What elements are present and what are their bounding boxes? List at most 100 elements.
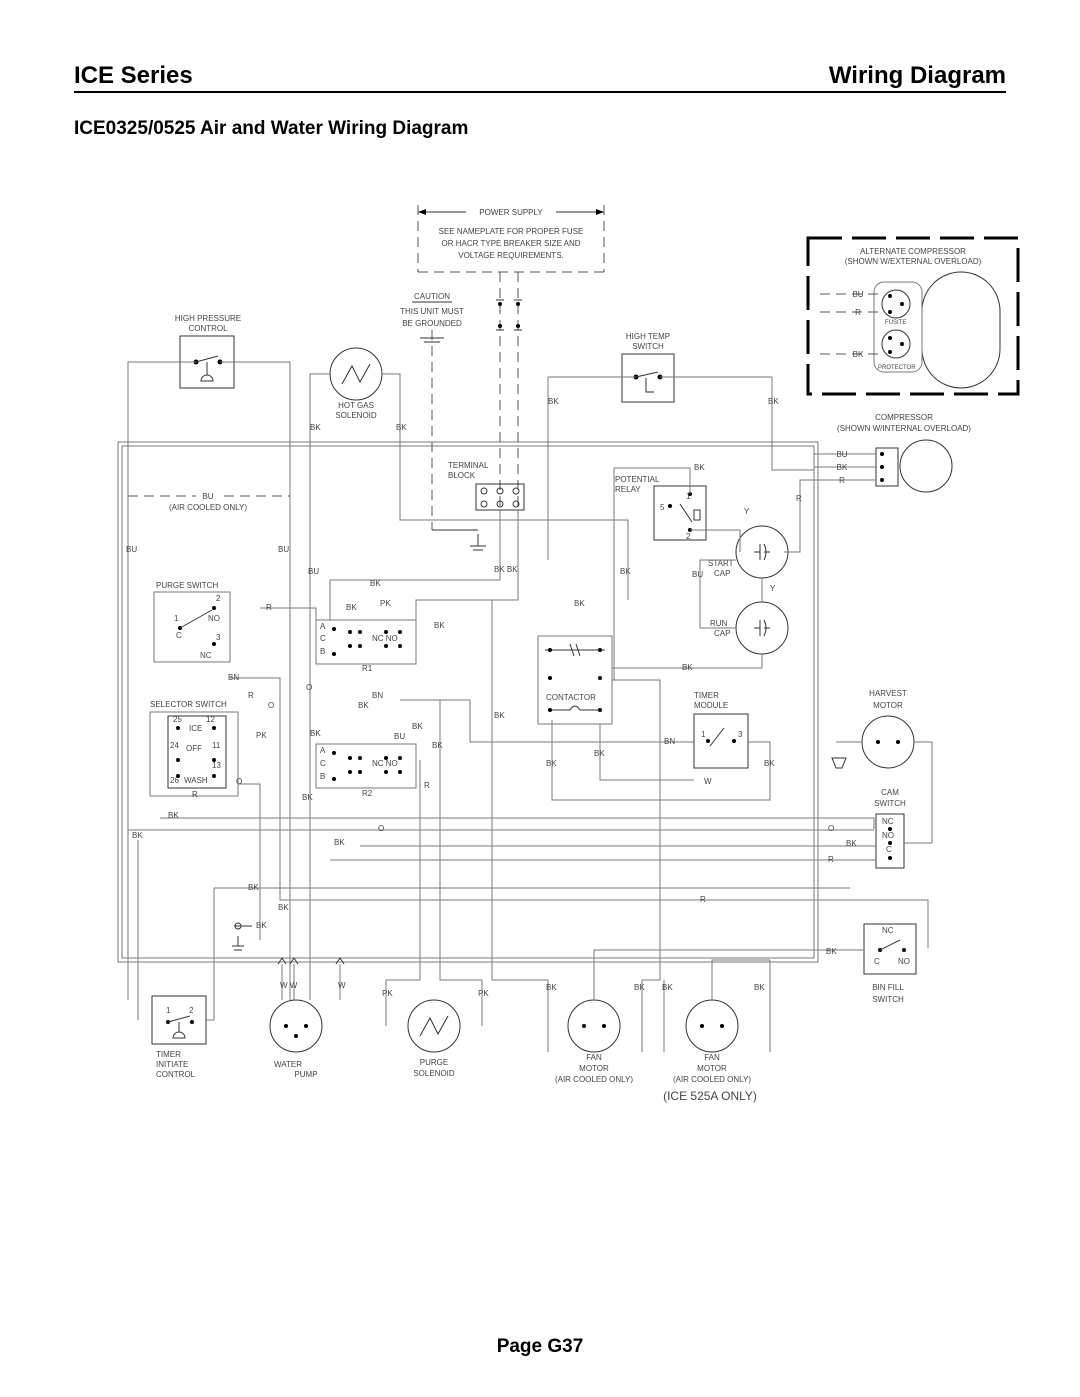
fan-motor-2 — [685, 999, 739, 1053]
fan-2-label-2: MOTOR — [697, 1064, 727, 1073]
start-cap-label-2: CAP — [714, 569, 730, 578]
timer-initiate-control — [151, 995, 207, 1045]
svg-text:25: 25 — [173, 715, 182, 724]
enclosure-inner — [121, 445, 815, 959]
svg-text:BK: BK — [370, 579, 381, 588]
svg-text:BK: BK — [346, 603, 357, 612]
svg-text:O: O — [268, 701, 274, 710]
svg-text:R: R — [248, 691, 254, 700]
svg-text:A: A — [320, 622, 326, 631]
compressor — [899, 439, 953, 493]
wire-traces — [127, 361, 933, 1052]
high-temp-switch — [621, 353, 675, 403]
svg-text:BK: BK — [302, 793, 313, 802]
svg-text:BK: BK — [494, 711, 505, 720]
svg-text:26: 26 — [170, 776, 179, 785]
svg-text:C: C — [176, 631, 182, 640]
relay-r2-label: R2 — [362, 789, 373, 798]
diagram-title: ICE0325/0525 Air and Water Wiring Diagra… — [74, 118, 469, 139]
contactor-label: CONTACTOR — [546, 693, 596, 702]
fan-2-air-label: (AIR COOLED ONLY) — [673, 1075, 751, 1084]
svg-text:PK: PK — [478, 989, 489, 998]
svg-text:BK: BK — [853, 350, 864, 359]
svg-text:1: 1 — [686, 492, 691, 501]
svg-text:R: R — [839, 476, 845, 485]
purge-switch-label: PURGE SWITCH — [156, 581, 218, 590]
high-temp-label-2: SWITCH — [632, 342, 664, 351]
fan-1-label-1: FAN — [586, 1053, 602, 1062]
svg-text:R: R — [855, 308, 861, 317]
cam-label-2: SWITCH — [874, 799, 906, 808]
selector-wash: WASH — [184, 776, 208, 785]
svg-text:13: 13 — [212, 761, 221, 770]
cam-label-1: CAM — [881, 788, 899, 797]
timer-initiate-label-2: INITIATE — [156, 1060, 188, 1069]
svg-text:BK: BK — [764, 759, 775, 768]
selector-ice: ICE — [189, 724, 202, 733]
svg-text:12: 12 — [206, 715, 215, 724]
timer-module — [693, 713, 749, 769]
svg-text:B: B — [320, 647, 325, 656]
svg-text:BK: BK — [396, 423, 407, 432]
compressor-label-1: COMPRESSOR — [875, 413, 933, 422]
header-section-title: Wiring Diagram — [828, 62, 1006, 89]
svg-text:BK: BK — [432, 741, 443, 750]
svg-text:R: R — [424, 781, 430, 790]
svg-text:11: 11 — [212, 741, 221, 750]
selector-switch-label: SELECTOR SWITCH — [150, 700, 227, 709]
harvest-label-1: HARVEST — [869, 689, 907, 698]
potential-label-1: POTENTIAL — [615, 475, 660, 484]
svg-text:2: 2 — [216, 594, 221, 603]
alternate-compressor-box: ALTERNATE COMPRESSOR (SHOWN W/EXTERNAL O… — [806, 236, 1020, 396]
svg-text:BK: BK — [256, 921, 267, 930]
svg-text:2: 2 — [189, 1006, 194, 1015]
svg-text:BU: BU — [278, 545, 289, 554]
svg-text:O: O — [306, 683, 312, 692]
svg-text:BU: BU — [308, 567, 319, 576]
svg-text:BN: BN — [664, 737, 675, 746]
power-supply-label: POWER SUPPLY — [479, 208, 543, 217]
svg-text:W: W — [704, 777, 712, 786]
timer-module-label-2: MODULE — [694, 701, 728, 710]
svg-text:BK: BK — [546, 759, 557, 768]
svg-text:BK: BK — [434, 621, 445, 630]
svg-text:BU: BU — [394, 732, 405, 741]
svg-text:NC: NC — [882, 817, 894, 826]
svg-text:2: 2 — [686, 532, 691, 541]
svg-text:PK: PK — [256, 731, 267, 740]
svg-text:BK: BK — [132, 831, 143, 840]
caution-line-2: BE GROUNDED — [402, 319, 462, 328]
svg-text:BK: BK — [837, 463, 848, 472]
fan-1-label-2: MOTOR — [579, 1064, 609, 1073]
header-rule — [74, 91, 1006, 93]
svg-text:BK: BK — [846, 839, 857, 848]
fan-2-label-1: FAN — [704, 1053, 720, 1062]
svg-text:C: C — [874, 957, 880, 966]
timer-initiate-label-3: CONTROL — [156, 1070, 196, 1079]
svg-text:W: W — [338, 981, 346, 990]
caution-line-1: THIS UNIT MUST — [400, 307, 464, 316]
terminal-label-2: BLOCK — [448, 471, 476, 480]
power-note-1: SEE NAMEPLATE FOR PROPER FUSE — [439, 227, 584, 236]
svg-text:BK: BK — [168, 811, 179, 820]
svg-text:O: O — [378, 824, 384, 833]
svg-text:1: 1 — [174, 614, 179, 623]
svg-text:BK: BK — [574, 599, 585, 608]
relay-r1-label: R1 — [362, 664, 373, 673]
svg-text:24: 24 — [170, 741, 179, 750]
cam-switch — [875, 813, 905, 869]
bin-fill-label-2: SWITCH — [872, 995, 904, 1004]
svg-text:C: C — [320, 634, 326, 643]
start-cap-label-1: START — [708, 559, 734, 568]
svg-text:BK: BK — [412, 722, 423, 731]
svg-text:BK: BK — [620, 567, 631, 576]
svg-text:R: R — [700, 895, 706, 904]
timer-module-label-1: TIMER — [694, 691, 719, 700]
svg-text:BK: BK — [546, 983, 557, 992]
svg-text:R: R — [796, 494, 802, 503]
purge-solenoid — [407, 999, 461, 1053]
svg-text:NO: NO — [882, 831, 894, 840]
potential-label-2: RELAY — [615, 485, 641, 494]
svg-text:BK: BK — [826, 947, 837, 956]
